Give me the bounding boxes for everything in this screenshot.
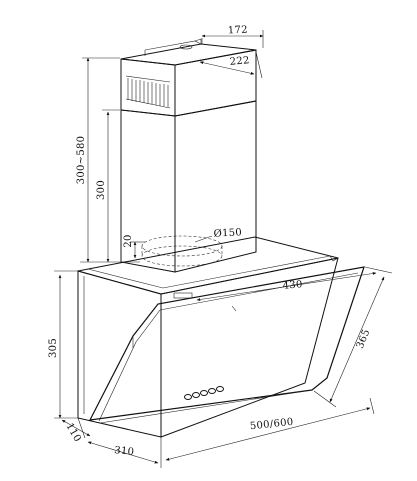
dim-hood-depth: 310 — [114, 445, 135, 458]
chimney-body — [120, 100, 257, 273]
glass-panel — [88, 266, 365, 424]
dim-chimney-height: 300 — [96, 180, 107, 200]
dim-glass-length: 365 — [355, 328, 373, 351]
dim-outlet-height: 20 — [123, 234, 134, 247]
dim-hood-height: 305 — [48, 338, 59, 358]
dim-outlet-diameter: Ø150 — [213, 227, 242, 239]
dim-duct-depth: 172 — [228, 24, 249, 36]
dimension-lines — [54, 30, 393, 468]
dim-hood-width: 500/600 — [249, 417, 294, 433]
air-outlet — [141, 235, 223, 267]
control-buttons — [184, 386, 224, 400]
dim-duct-width: 222 — [229, 55, 250, 68]
dim-hood-top-width: 430 — [282, 279, 303, 292]
dim-total-chimney-height: 300~580 — [76, 136, 87, 185]
dim-bottom-offset: 110 — [63, 421, 83, 444]
vent-slots — [125, 75, 171, 109]
